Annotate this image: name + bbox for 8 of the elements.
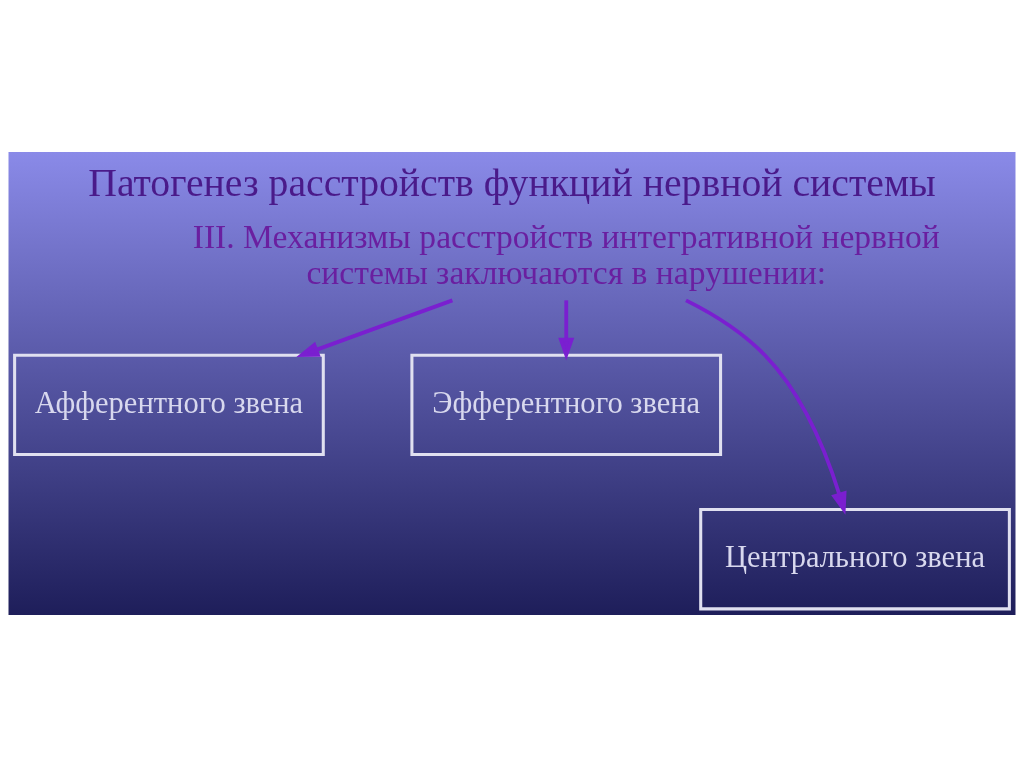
node-box: Эфферентного звена [410,353,723,457]
arrow [558,300,575,361]
arrow [296,298,454,358]
node-box: Афферентного звена [13,353,325,457]
node-box: Центрального звена [699,508,1011,611]
node-text: III. Механизмы расстройств интегративной нервной системы заключаются в нарушении: [192,217,940,292]
diagram-title: Патогенез расстройств функций нервной системы [88,161,936,206]
arrow [685,298,847,515]
